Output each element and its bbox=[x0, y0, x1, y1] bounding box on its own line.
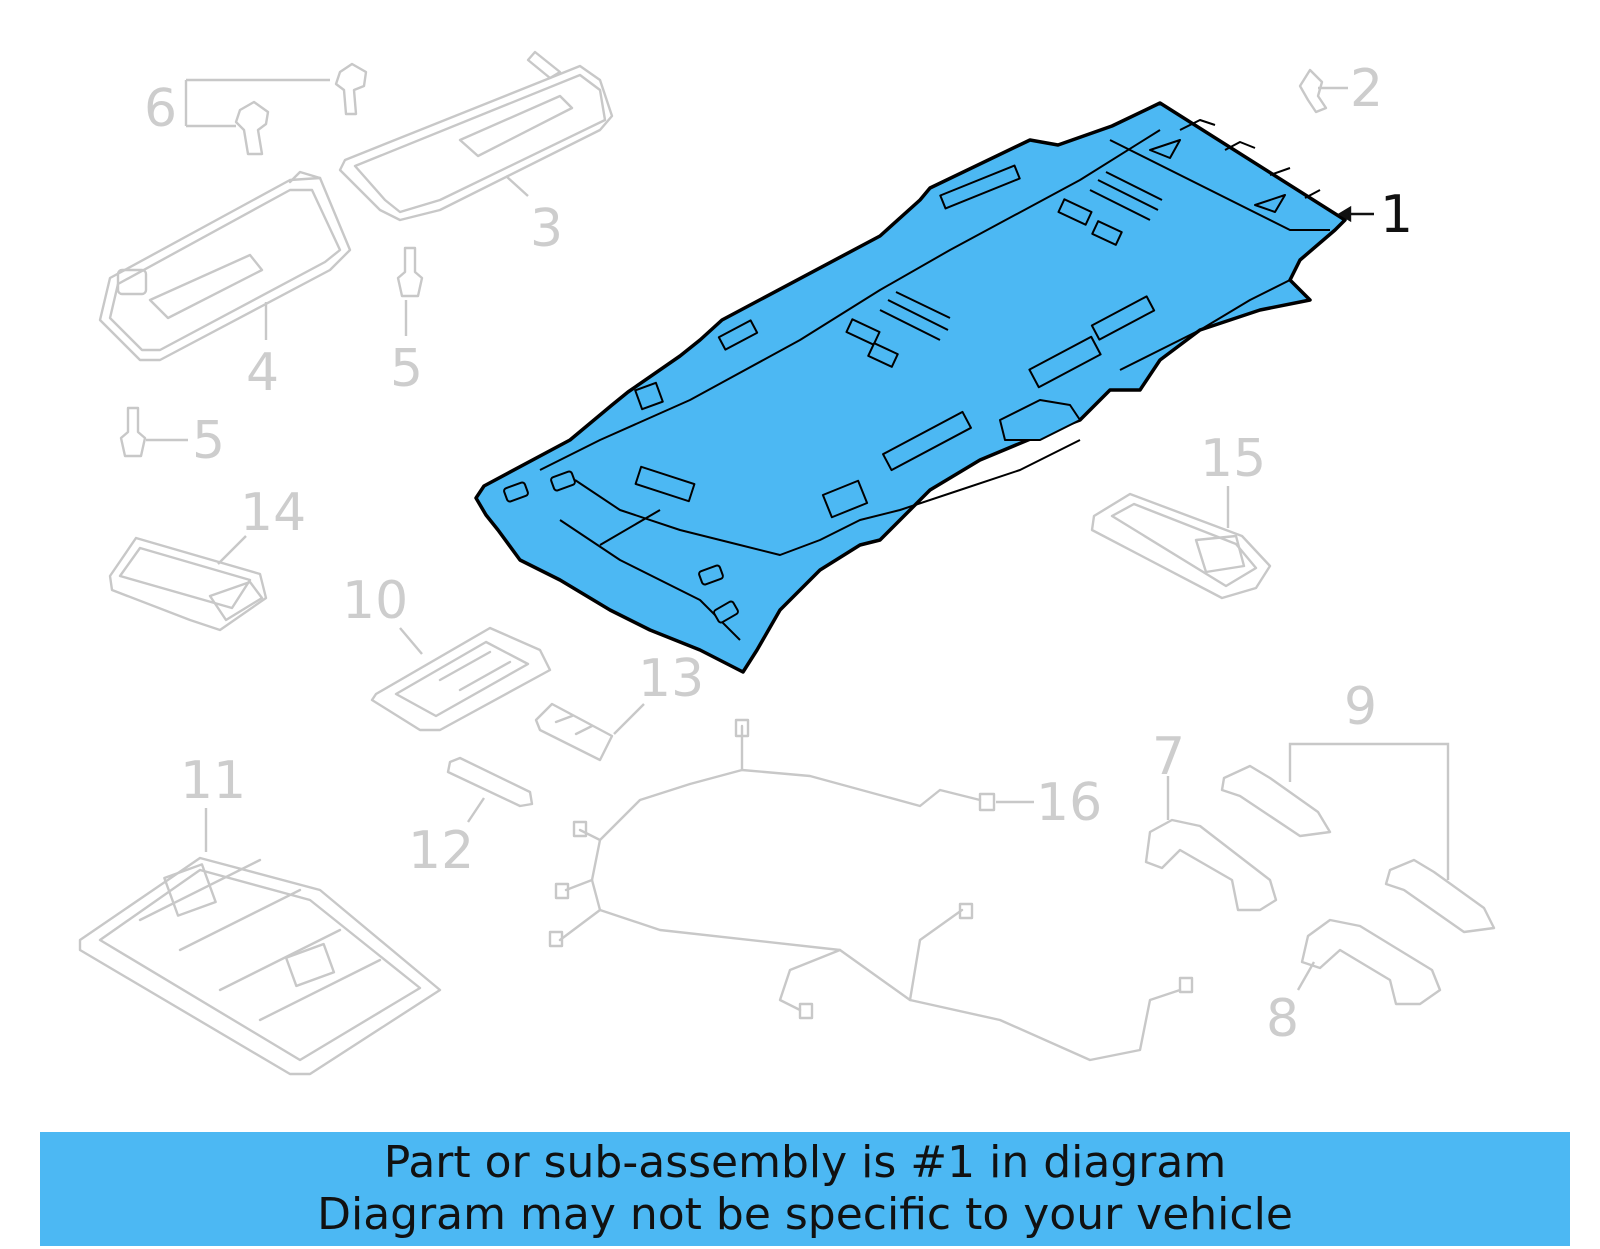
clip-part-2 bbox=[1298, 68, 1328, 114]
callout-11: 11 bbox=[180, 751, 246, 811]
callout-14: 14 bbox=[240, 483, 306, 543]
clip-part-9 bbox=[1220, 764, 1496, 934]
sun-visor-part-4 bbox=[98, 170, 352, 362]
callout-1: 1 bbox=[1380, 185, 1413, 245]
callout-8: 8 bbox=[1266, 989, 1299, 1049]
callout-16: 16 bbox=[1036, 773, 1102, 833]
overhead-console-part-11 bbox=[78, 856, 442, 1076]
callout-15: 15 bbox=[1200, 429, 1266, 489]
callout-4: 4 bbox=[246, 343, 279, 403]
callout-6: 6 bbox=[144, 79, 177, 139]
bracket-part-10 bbox=[370, 626, 552, 732]
callout-5: 5 bbox=[390, 339, 423, 399]
callout-labels: 1 2 3 4 5 5 6 7 8 9 10 11 12 13 14 15 16 bbox=[144, 59, 1413, 1049]
grab-handle-part-7 bbox=[1144, 818, 1278, 912]
callout-3: 3 bbox=[530, 199, 563, 259]
leader-lines bbox=[146, 78, 1450, 991]
sun-visor-part-3 bbox=[338, 50, 614, 222]
fastener-part-6 bbox=[234, 62, 368, 156]
parts-diagram: 1 2 3 4 5 5 6 7 8 9 10 11 12 13 14 15 16 bbox=[78, 50, 1496, 1076]
strip-part-12 bbox=[446, 756, 534, 808]
callout-12: 12 bbox=[408, 821, 474, 881]
banner-line-1: Part or sub-assembly is #1 in diagram bbox=[383, 1137, 1227, 1188]
headliner-part-1[interactable] bbox=[474, 101, 1347, 674]
screw-part-5 bbox=[396, 246, 424, 298]
callout-5b: 5 bbox=[192, 411, 225, 471]
banner-line-2: Diagram may not be specific to your vehi… bbox=[317, 1189, 1293, 1240]
lamp-part-15 bbox=[1090, 492, 1272, 600]
grab-handle-part-8 bbox=[1300, 918, 1442, 1006]
lamp-part-14 bbox=[108, 536, 268, 632]
screw-part-5b bbox=[119, 406, 147, 458]
wiring-harness-part-16 bbox=[548, 718, 1194, 1062]
clip-part-13 bbox=[534, 702, 614, 762]
callout-9: 9 bbox=[1344, 677, 1377, 737]
info-banner: Part or sub-assembly is #1 in diagram Di… bbox=[40, 1132, 1570, 1246]
callout-2: 2 bbox=[1350, 59, 1383, 119]
callout-13: 13 bbox=[638, 649, 704, 709]
callout-7: 7 bbox=[1152, 727, 1185, 787]
callout-10: 10 bbox=[342, 571, 408, 631]
